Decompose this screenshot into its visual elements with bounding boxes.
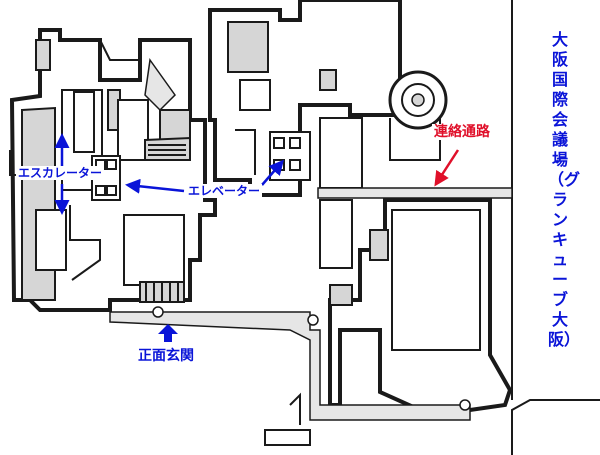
connecting-passage — [317, 187, 513, 199]
connecting-passage-label: 連絡通路 — [432, 124, 492, 140]
station-building-left — [9, 28, 217, 312]
entrance-canopy — [139, 281, 185, 303]
main-entrance-label: 正面玄関 — [136, 348, 196, 364]
circular-hall — [388, 70, 448, 161]
escalator-label: エスカレーター — [16, 166, 105, 180]
arrow-diagonal-icon — [261, 159, 284, 186]
lower-walkway — [109, 306, 471, 446]
elevator-bank-left — [91, 155, 121, 201]
arrow-red-icon — [434, 149, 460, 187]
venue-name-label: 大阪国際会議場（グランキューブ大阪） — [548, 30, 581, 349]
arrow-entrance-up-icon — [158, 324, 178, 342]
elevator-label: エレベーター — [186, 184, 263, 198]
site-boundary — [511, 0, 600, 455]
central-building — [208, 0, 402, 197]
grand-cube-building — [319, 198, 513, 412]
arrow-left-icon — [125, 178, 185, 194]
central-stairs — [144, 136, 191, 161]
